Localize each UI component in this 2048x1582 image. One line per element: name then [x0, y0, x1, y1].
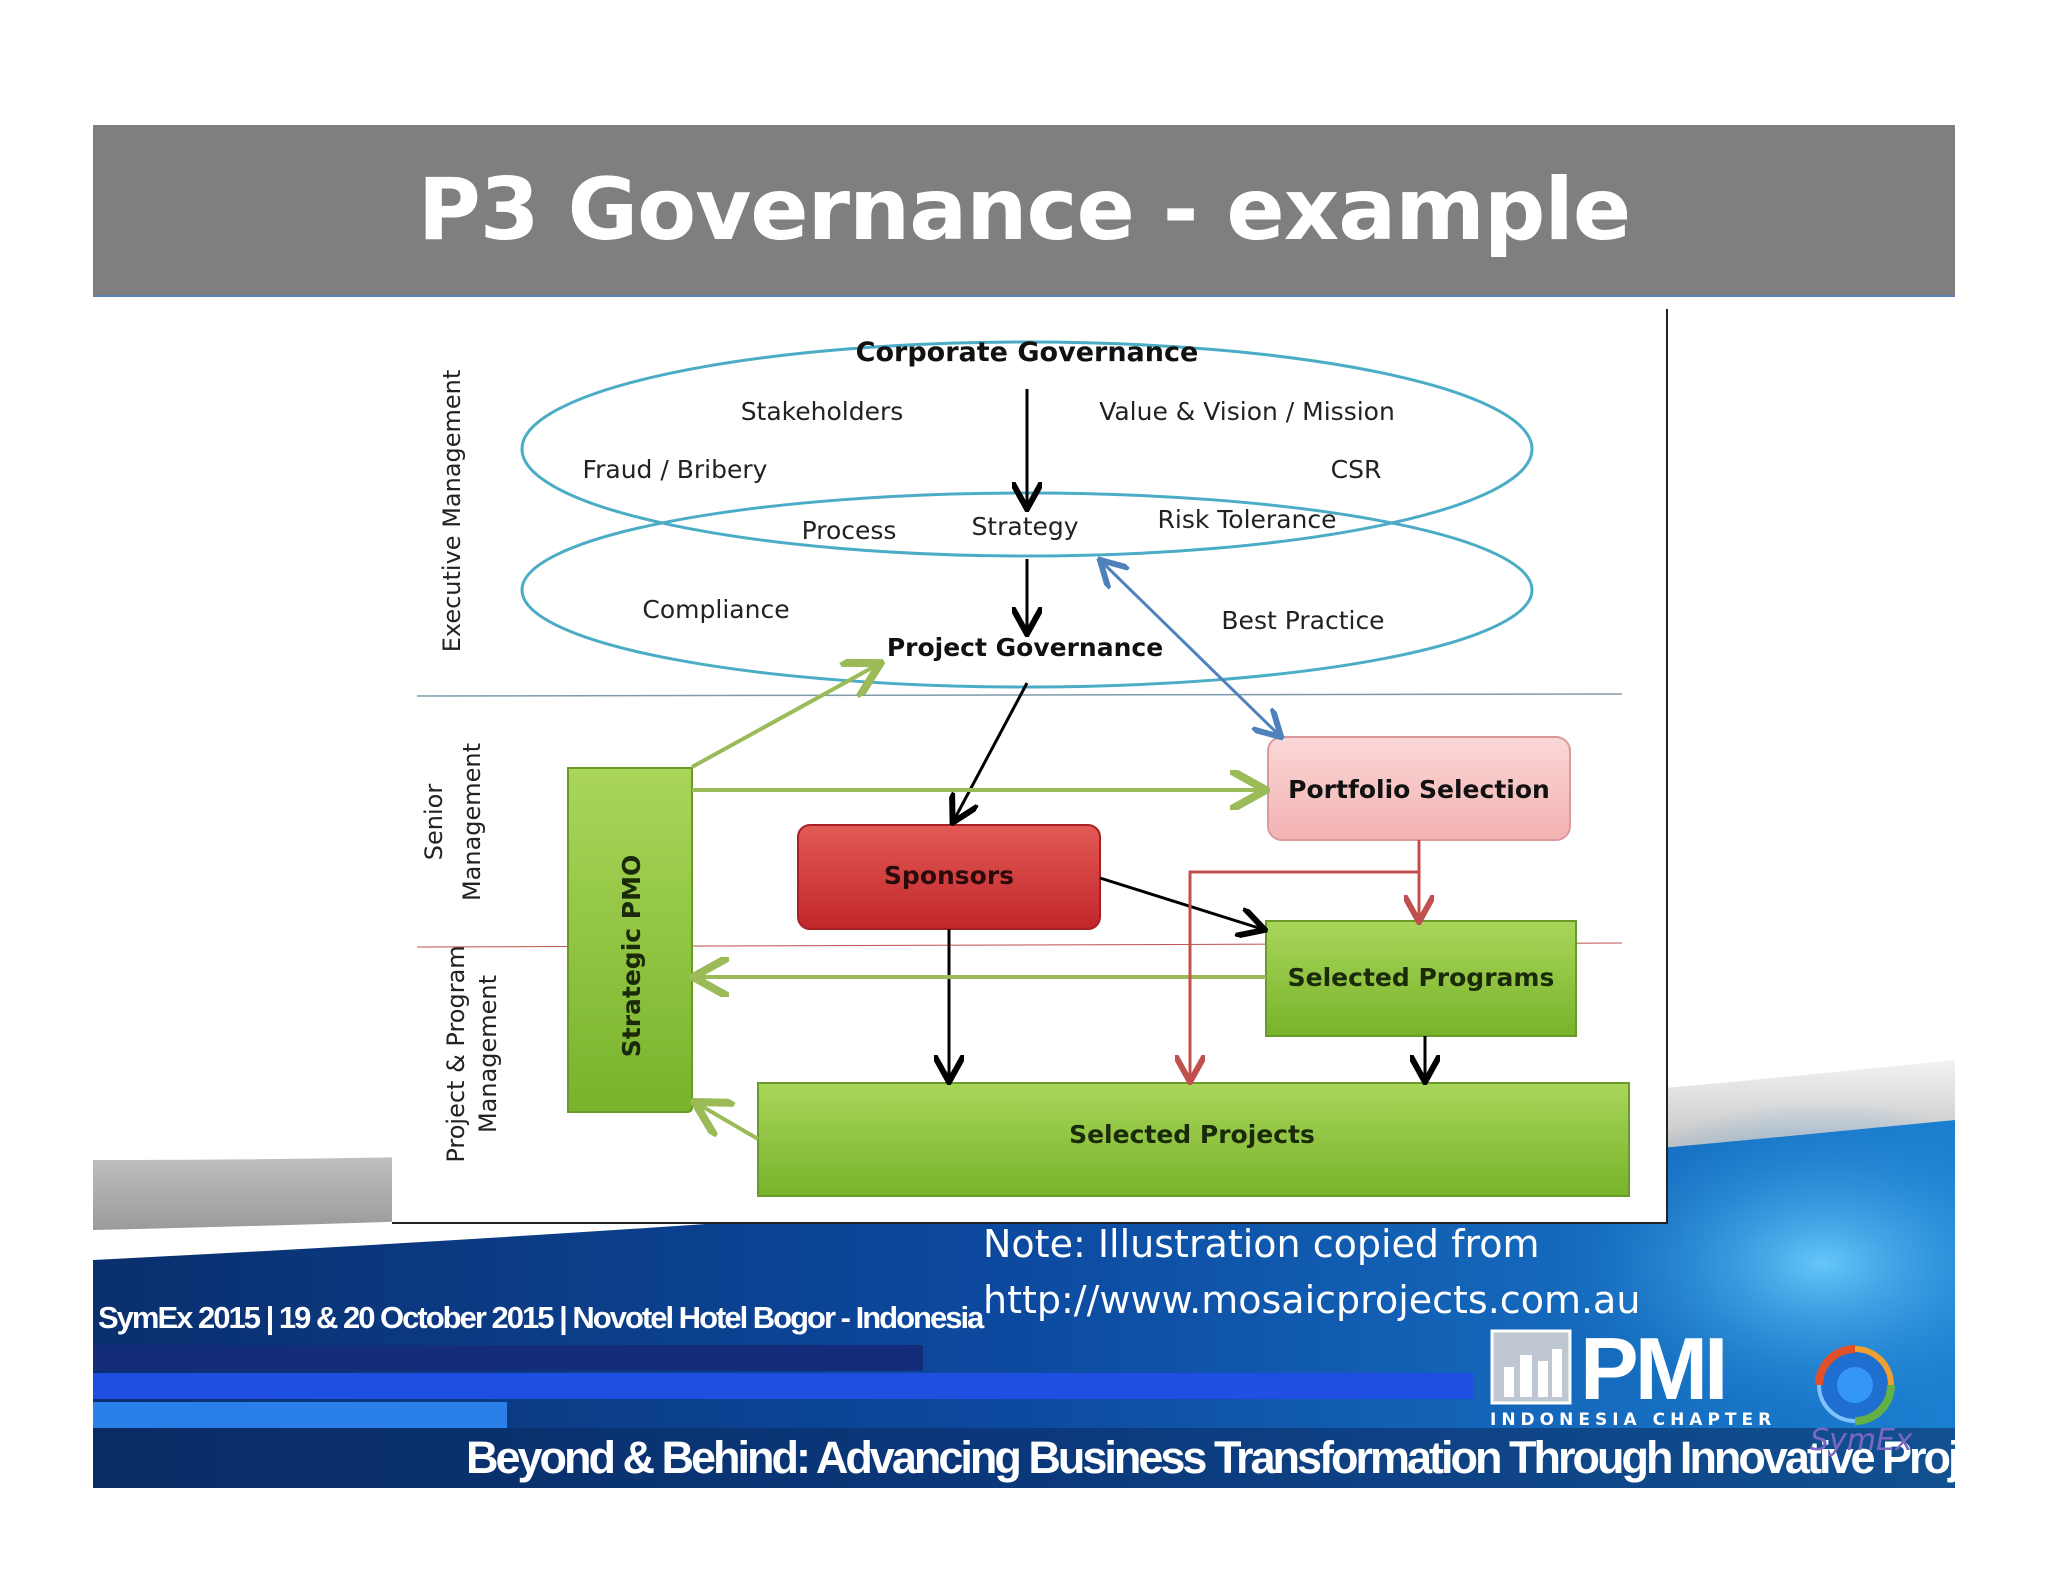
selected-programs-box: Selected Programs	[1265, 920, 1577, 1037]
risk-tolerance-label: Risk Tolerance	[1158, 505, 1337, 534]
band-senior-label-1: Senior	[420, 784, 448, 861]
project-governance-label: Project Governance	[887, 633, 1163, 662]
arrow-pmo-to-governance	[691, 665, 877, 769]
arrow-strategy-portfolio	[1102, 562, 1279, 735]
strategy-label: Strategy	[971, 512, 1078, 541]
pmi-logo-text: PMI	[1580, 1325, 1724, 1405]
strategic-pmo-label: Strategic PMO	[617, 855, 646, 1058]
arrow-portfolio-to-projects	[1190, 870, 1419, 1079]
slide-title: P3 Governance - example	[417, 160, 1631, 260]
selected-projects-label: Selected Projects	[1069, 1120, 1315, 1149]
pmi-logo-icon: PMI	[1490, 1325, 1728, 1405]
arrow-projects-to-pmo	[698, 1104, 760, 1141]
event-info: SymEx 2015 | 19 & 20 October 2015 | Novo…	[98, 1300, 984, 1335]
fraud-label: Fraud / Bribery	[583, 455, 768, 484]
band-senior-label-2: Management	[458, 743, 486, 901]
best-practice-label: Best Practice	[1221, 606, 1384, 635]
process-label: Process	[802, 516, 897, 545]
governance-diagram: Executive Management Senior Management P…	[416, 337, 1630, 1197]
stakeholders-label: Stakeholders	[741, 397, 904, 426]
corporate-governance-ellipse	[520, 340, 1534, 558]
sponsors-label: Sponsors	[884, 861, 1014, 890]
band-project-label-2: Management	[474, 975, 502, 1133]
value-vision-label: Value & Vision / Mission	[1099, 397, 1395, 426]
arrow-governance-to-sponsors	[954, 682, 1029, 820]
diagram: Executive Management Senior Management P…	[392, 309, 1668, 1224]
band-project-label-1: Project & Program	[442, 945, 470, 1162]
title-bar: P3 Governance - example	[93, 125, 1955, 297]
csr-label: CSR	[1331, 455, 1382, 484]
symex-globe-icon	[1815, 1345, 1895, 1425]
symex-logo-text: SymEx	[1810, 1423, 1913, 1458]
arrow-sponsors-to-programs	[1099, 876, 1262, 929]
strategic-pmo-box: Strategic PMO	[567, 767, 693, 1113]
selected-programs-label: Selected Programs	[1288, 963, 1555, 992]
note-source-link[interactable]: http://www.mosaicprojects.com.au	[983, 1278, 1641, 1322]
selected-projects-box: Selected Projects	[757, 1082, 1630, 1197]
conference-tagline: Beyond & Behind: Advancing Business Tran…	[466, 1432, 2017, 1535]
pmi-chapter-label: INDONESIA CHAPTER	[1490, 1410, 1777, 1430]
compliance-label: Compliance	[642, 595, 789, 624]
portfolio-selection-box: Portfolio Selection	[1267, 736, 1571, 841]
band-executive-label: Executive Management	[438, 370, 466, 653]
note-line-1: Note: Illustration copied from	[983, 1222, 1540, 1266]
sponsors-box: Sponsors	[797, 824, 1101, 930]
corporate-governance-label: Corporate Governance	[856, 337, 1199, 368]
portfolio-selection-label: Portfolio Selection	[1288, 775, 1550, 804]
